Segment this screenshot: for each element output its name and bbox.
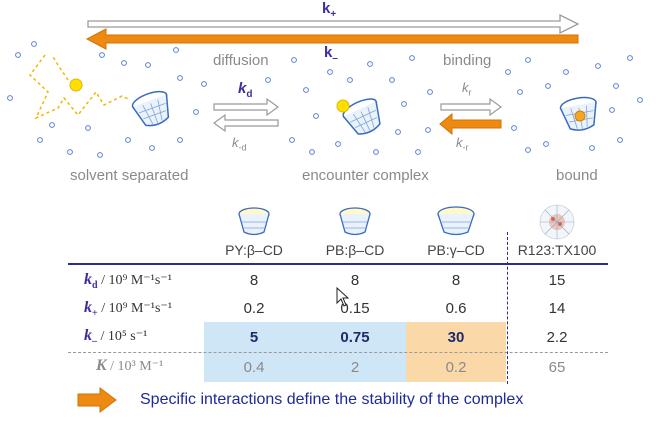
diffusion-label: diffusion xyxy=(213,52,269,69)
k-minus-d-label: k-d xyxy=(232,135,247,153)
conclusion-text: Specific interactions define the stabili… xyxy=(140,391,524,408)
table-cell: 0.2 xyxy=(243,300,265,317)
row-header-K: K / 10³ M⁻¹ xyxy=(96,357,164,374)
cyclodextrin-free xyxy=(131,90,170,127)
k-minus-d-arrow xyxy=(212,113,279,133)
k-row-rule xyxy=(68,352,608,353)
solute-dot-bound xyxy=(574,110,586,122)
kr-label: kr xyxy=(462,80,472,98)
cyclodextrin-encounter xyxy=(342,98,381,135)
cyclodextrin-icon xyxy=(437,206,475,236)
row-header-k-plus: k+ / 10⁹ M⁻¹s⁻¹ xyxy=(84,299,173,320)
solute-dot-free xyxy=(69,78,83,92)
k-plus-arrow xyxy=(87,13,580,35)
column-header-pb-gamma-cd: PB:γ–CD xyxy=(427,242,485,258)
state-label-solvent-separated: solvent separated xyxy=(70,167,189,184)
k-plus-label: k+ xyxy=(322,0,337,20)
column-header-r123-tx100: R123:TX100 xyxy=(517,242,597,258)
table-cell: 8 xyxy=(249,272,259,289)
row-header-k-minus: k– / 10⁵ s⁻¹ xyxy=(84,327,148,348)
k-minus-arrow xyxy=(85,28,579,50)
state-label-encounter-complex: encounter complex xyxy=(302,167,429,184)
table-cell: 5 xyxy=(249,329,259,346)
kd-arrow xyxy=(213,97,280,117)
cyclodextrin-icon xyxy=(339,207,371,236)
mouse-cursor-icon xyxy=(336,286,350,307)
state-label-bound: bound xyxy=(556,167,598,184)
column-header-pb-beta-cd: PB:β–CD xyxy=(325,242,385,258)
table-cell: 2 xyxy=(350,359,360,376)
table-cell: 8 xyxy=(350,272,360,289)
table-cell: 0.15 xyxy=(340,300,370,317)
k-minus-r-label: k-r xyxy=(456,135,469,153)
table-cell: 0.75 xyxy=(340,329,370,346)
table-cell: 0.2 xyxy=(445,359,467,376)
right-arrow-icon xyxy=(77,387,117,413)
table-cell: 2.2 xyxy=(546,329,568,346)
column-header-py-beta-cd: PY:β–CD xyxy=(225,242,283,258)
row-header-kd: kd / 10⁹ M⁻¹s⁻¹ xyxy=(84,271,172,292)
table-cell: 0.4 xyxy=(243,359,265,376)
table-cell: 65 xyxy=(548,359,566,376)
diffusion-path xyxy=(28,54,131,120)
solute-dot-encounter xyxy=(336,99,350,113)
column-icons xyxy=(238,204,575,240)
cyclodextrin-icon xyxy=(238,207,270,236)
k-minus-r-arrow xyxy=(439,112,502,136)
table-cell: 8 xyxy=(451,272,461,289)
table-cell: 0.6 xyxy=(445,300,467,317)
table-cell: 15 xyxy=(548,272,566,289)
micelle-icon xyxy=(539,204,575,240)
header-rule xyxy=(68,263,608,265)
kd-label: kd xyxy=(238,80,253,100)
kr-arrow xyxy=(440,97,503,117)
solvent-dots xyxy=(7,41,643,158)
column-separator xyxy=(507,232,508,384)
kinetic-scheme xyxy=(7,13,643,158)
table-cell: 14 xyxy=(548,300,566,317)
table-cell: 30 xyxy=(447,329,465,346)
k-minus-label: k– xyxy=(324,44,338,64)
binding-label: binding xyxy=(443,52,492,69)
